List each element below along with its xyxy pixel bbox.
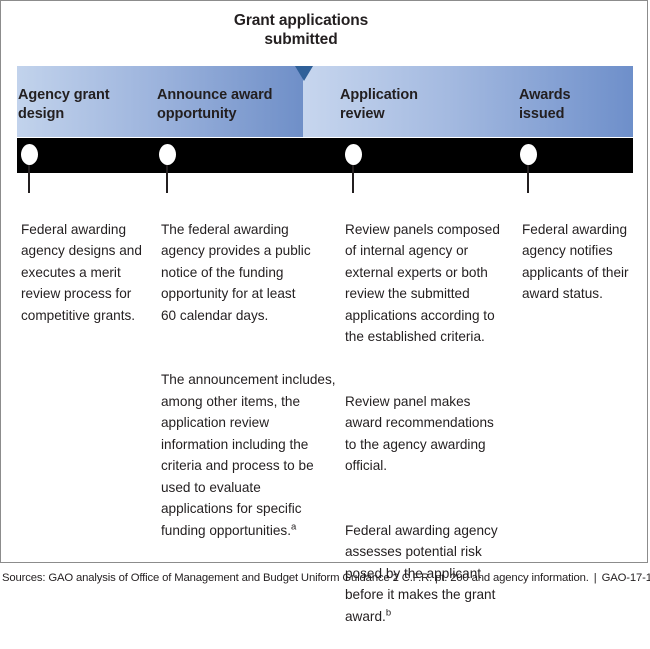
description-column-awards-issued: Federal awarding agency notifies applica… bbox=[522, 197, 647, 326]
description-paragraph: Review panel makes award recommendations… bbox=[345, 393, 494, 474]
timeline-node-2 bbox=[159, 144, 176, 165]
footnote-ref: b bbox=[385, 606, 392, 618]
phase-label-agency-grant-design: Agency grant design bbox=[18, 87, 110, 122]
timeline-node-3 bbox=[345, 144, 362, 165]
phase-label-awards-issued: Awards issued bbox=[519, 87, 571, 122]
description-paragraph: The federal awarding agency provides a p… bbox=[161, 221, 311, 323]
footer-report-id: GAO-17-113 bbox=[601, 572, 650, 584]
timeline-stem-4 bbox=[527, 165, 529, 193]
footer-sources: Sources: GAO analysis of Office of Manag… bbox=[2, 572, 589, 584]
grant-process-timeline-figure: Grant applications submitted Agency gran… bbox=[0, 0, 650, 624]
description-paragraph: Review panels composed of internal agenc… bbox=[345, 221, 500, 345]
timeline-node-4 bbox=[520, 144, 537, 165]
description-paragraph: Federal awarding agency designs and exec… bbox=[21, 221, 142, 323]
footnote-ref: a bbox=[291, 520, 297, 532]
figure-footer: Sources: GAO analysis of Office of Manag… bbox=[2, 571, 650, 585]
description-paragraph: The announcement includes, among other i… bbox=[161, 372, 336, 538]
phase-gradient-bar bbox=[17, 66, 633, 137]
timeline-stem-2 bbox=[166, 165, 168, 193]
phase-label-announce-award-opportunity: Announce award opportunity bbox=[157, 87, 273, 122]
phase-label-application-review: Application review bbox=[340, 87, 418, 122]
phase-gradient-segment-left bbox=[17, 66, 303, 137]
description-column-agency-grant-design: Federal awarding agency designs and exec… bbox=[21, 197, 161, 348]
timeline-node-1 bbox=[21, 144, 38, 165]
description-column-announce-award-opportunity: The federal awarding agency provides a p… bbox=[161, 197, 336, 563]
footer-separator: | bbox=[593, 572, 597, 584]
grant-applications-submitted-marker-icon bbox=[295, 66, 313, 81]
figure-title: Grant applications submitted bbox=[233, 12, 369, 48]
timeline-stem-1 bbox=[28, 165, 30, 193]
phase-gradient-segment-right bbox=[303, 66, 633, 137]
timeline-stem-3 bbox=[352, 165, 354, 193]
description-paragraph: Federal awarding agency notifies applica… bbox=[522, 221, 629, 302]
timeline-band bbox=[17, 138, 633, 173]
